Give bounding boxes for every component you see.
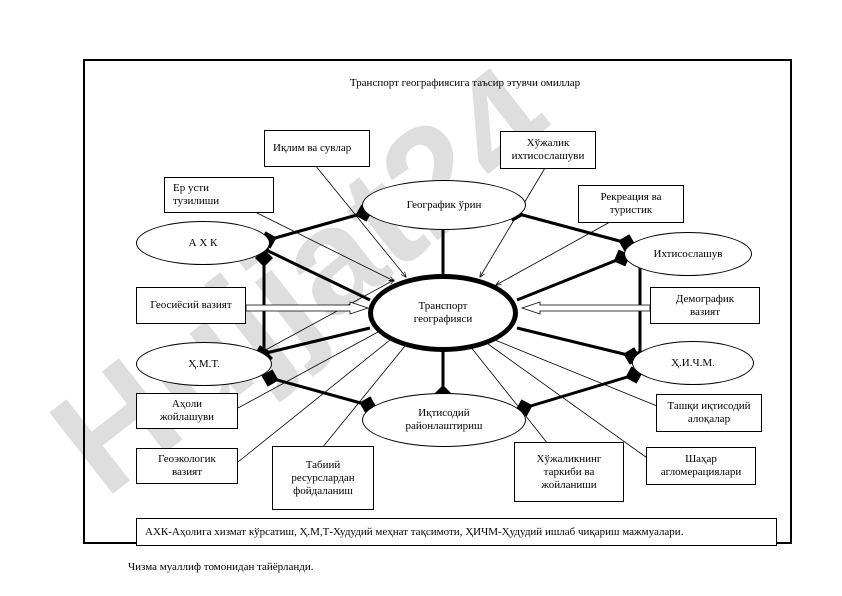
legend-abbreviations: АХК-Аҳолига хизмат кўрсатиш, Ҳ.М,Т-Худуд… <box>136 518 777 546</box>
oval-economic-regions: Иқтисодий районлаштириш <box>362 393 526 447</box>
hexagon-links <box>255 204 649 417</box>
box-economy-specialization: Хўжалик ихтисослашуви <box>500 131 596 169</box>
spoke-links <box>253 228 641 403</box>
outcome-lines <box>237 331 663 463</box>
figure-caption: Чизма муаллиф томонидан тайёрланди. <box>128 561 314 573</box>
box-geopolitics: Геосиёсий вазият <box>136 287 246 324</box>
oval-hichm: Ҳ.И.Ч.М. <box>632 341 754 385</box>
box-recreation: Рекреация ва туристик <box>578 185 684 223</box>
factor-arrows <box>254 164 611 354</box>
box-climate-water: Иқлим ва сувлар <box>264 130 370 167</box>
oval-transport-geography: Транспорт географияси <box>368 274 518 352</box>
oval-specialization: Ихтисослашув <box>624 232 752 276</box>
diagram-title: Транспорт географиясига таъсир этувчи ом… <box>349 77 581 89</box>
oval-hmt: Ҳ.М.Т. <box>136 342 272 386</box>
box-geoecology: Геоэкологик вазият <box>136 448 238 484</box>
oval-ahk: А Х К <box>136 221 270 265</box>
box-population-distribution: Аҳоли жойлашуви <box>136 393 238 429</box>
side-arrows <box>245 301 651 315</box>
box-demographics: Демографик вазият <box>650 287 760 324</box>
box-external-economic-links: Ташқи иқтисодий алоқалар <box>656 394 762 432</box>
box-natural-resources: Табиий ресурслардан фойдаланиш <box>272 446 374 510</box>
box-urban-agglomerations: Шаҳар агломерациялари <box>646 447 756 485</box>
oval-geographic-position: Географик ўрин <box>362 180 526 230</box>
box-economy-structure: Хўжаликнинг таркиби ва жойланиши <box>514 442 624 502</box>
box-relief: Ер усти тузилиши <box>164 177 274 213</box>
